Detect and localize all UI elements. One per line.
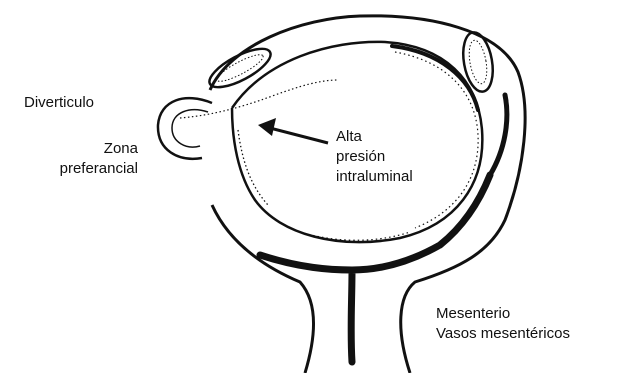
label-diverticulo: Diverticulo <box>24 94 94 111</box>
label-vasos-mesentericos: Vasos mesentéricos <box>436 325 570 342</box>
vessel-branch-right <box>490 95 507 175</box>
label-mesenterio: Mesenterio <box>436 305 510 322</box>
diverticulum-pouch <box>158 98 212 159</box>
taenia-left <box>204 41 275 94</box>
pressure-arrow <box>270 128 328 143</box>
label-zona: Zona <box>70 140 138 157</box>
mucosa-hatching-right <box>395 52 478 228</box>
diverticulum-inner <box>172 110 208 147</box>
label-preferancial: preferancial <box>16 160 138 177</box>
label-intraluminal: intraluminal <box>336 168 413 185</box>
label-alta: Alta <box>336 128 362 145</box>
mucosa-hatching-left <box>238 130 268 205</box>
pressure-arrowhead <box>258 118 276 136</box>
label-presion: presión <box>336 148 385 165</box>
taenia-right-stipple <box>466 39 489 85</box>
